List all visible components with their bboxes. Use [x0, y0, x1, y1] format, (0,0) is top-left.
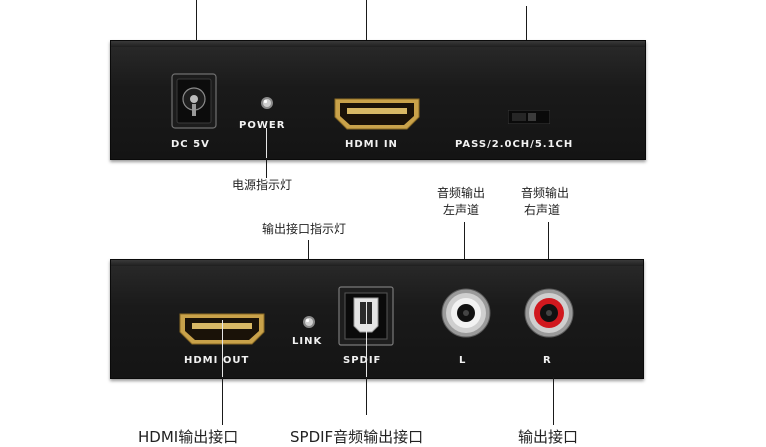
power-led [260, 95, 274, 109]
callout-output-port: 输出接口 [518, 428, 579, 446]
hdmi-in-port [333, 97, 421, 131]
callout-link-indicator: 输出接口指示灯 [262, 222, 347, 236]
hdmi-in-label: HDMI IN [345, 139, 398, 150]
callout-audio-left-1: 音频输出 [437, 186, 486, 200]
switch-label: PASS/2.0CH/5.1CH [455, 139, 574, 150]
callout-audio-left-2: 左声道 [443, 203, 480, 217]
bottom-panel-bevel [111, 260, 643, 266]
mode-switch [507, 109, 551, 125]
link-label: LINK [292, 336, 323, 347]
rca-left-label: L [459, 355, 467, 366]
callout-line-link [308, 240, 309, 260]
rca-right-port [524, 288, 574, 338]
callout-line-spdif [366, 377, 367, 415]
bottom-device-panel: HDMI OUT LINK SPDIF L [110, 259, 644, 379]
callout-power-indicator: 电源指示灯 [232, 178, 293, 192]
callout-hdmi-out-port: HDMI输出接口 [138, 428, 239, 446]
callout-line-output [553, 377, 554, 425]
callout-spdif-port: SPDIF音频输出接口 [290, 428, 424, 446]
callout-line-hdmi-out-inner [222, 320, 223, 377]
dc-label: DC 5V [171, 139, 210, 150]
spdif-label: SPDIF [343, 355, 382, 366]
callout-audio-right-2: 右声道 [524, 203, 561, 217]
callout-line-hdmi-out [222, 377, 223, 425]
rca-left-port [441, 288, 491, 338]
callout-line-audio-left [464, 222, 465, 288]
callout-line-audio-right [548, 222, 549, 288]
top-panel-bevel [111, 41, 645, 47]
power-label: POWER [239, 120, 286, 131]
hdmi-out-label: HDMI OUT [184, 355, 250, 366]
callout-line-power-ext [266, 158, 267, 178]
callout-audio-right-1: 音频输出 [521, 186, 570, 200]
link-led [302, 314, 316, 328]
dc-jack [171, 73, 217, 129]
callout-line-spdif-inner [366, 300, 367, 377]
rca-right-label: R [543, 355, 552, 366]
callout-line-power [266, 128, 267, 158]
top-device-panel: DC 5V POWER HDMI IN PASS/2.0CH/5.1CH [110, 40, 646, 160]
